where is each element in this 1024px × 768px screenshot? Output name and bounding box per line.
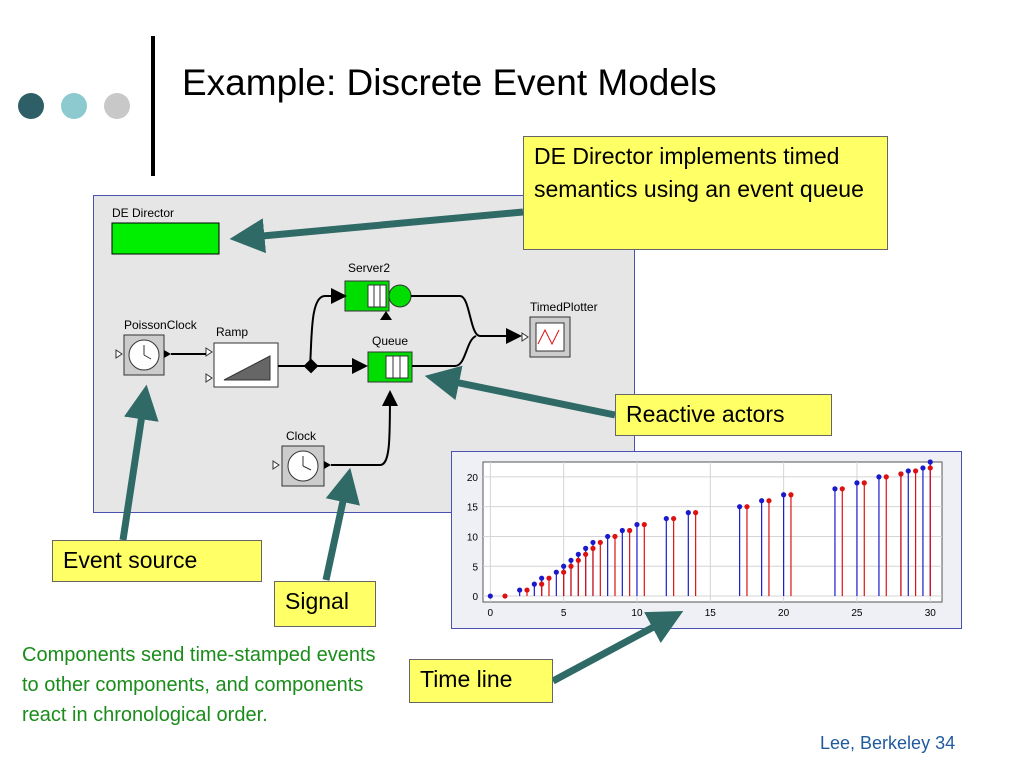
series-2-point	[597, 539, 603, 546]
series-1-point	[487, 593, 493, 599]
series-1-point	[561, 563, 567, 569]
series-1-point	[737, 504, 743, 510]
series-1-point	[583, 545, 589, 551]
series-1-point	[832, 486, 838, 492]
time-line-arrow	[551, 611, 684, 685]
bullet-dot-2	[61, 93, 87, 119]
series-1-point	[568, 557, 574, 563]
ramp-actor[interactable]	[205, 342, 279, 388]
series-1-point	[634, 521, 640, 528]
series-1-point	[539, 575, 545, 581]
series-2-point	[612, 533, 618, 540]
series-1-point	[920, 465, 926, 471]
series-2-point	[693, 510, 699, 516]
series-1-point	[759, 498, 765, 504]
queue-label: Queue	[372, 334, 408, 348]
x-tick-label: 30	[925, 608, 937, 619]
time-line-callout: Time line	[409, 659, 553, 703]
event-source-callout: Event source	[52, 540, 262, 582]
timed-plotter-actor[interactable]	[521, 316, 571, 358]
series-2-point	[788, 492, 794, 498]
footnote-text: Components send time-stamped events to o…	[22, 644, 376, 726]
title-divider	[151, 36, 155, 176]
reactive-callout: Reactive actors	[615, 394, 832, 436]
series-2-point	[744, 504, 750, 510]
series-2-point	[583, 551, 589, 557]
timed-plotter-label: TimedPlotter	[530, 300, 598, 314]
series-2-point	[898, 471, 904, 477]
series-2-point	[927, 465, 933, 471]
series-1-point	[905, 468, 911, 474]
series-2-point	[524, 587, 530, 593]
x-tick-label: 0	[488, 608, 494, 619]
chart-svg: 0 5 10 15 20 25 30 0 5 10 15 20	[467, 459, 943, 619]
series-1-point	[619, 527, 625, 534]
director-block[interactable]	[111, 222, 220, 255]
series-2-point	[568, 563, 574, 569]
series-1-point	[685, 510, 691, 516]
ramp-label: Ramp	[216, 325, 248, 339]
x-tick-label: 10	[631, 608, 643, 619]
series-2-point	[539, 581, 545, 587]
director-callout: DE Director implements timed semantics u…	[523, 136, 888, 250]
series-1-point	[590, 539, 596, 546]
plot-area	[482, 461, 943, 603]
series-1-point	[575, 551, 581, 557]
server2-label: Server2	[348, 261, 390, 275]
series-2-point	[546, 575, 552, 581]
x-tick-label: 25	[851, 608, 863, 619]
series-2-point	[883, 474, 889, 480]
y-tick-label: 10	[467, 532, 479, 543]
series-1-point	[663, 515, 669, 522]
series-2-point	[861, 480, 867, 486]
series-1-point	[531, 581, 537, 587]
poisson-clock-actor[interactable]	[115, 334, 171, 376]
series-1-point	[876, 474, 882, 480]
signal-callout: Signal	[274, 581, 376, 627]
series-1-point	[517, 587, 523, 593]
director-label: DE Director	[112, 206, 174, 220]
series-2-point	[502, 593, 508, 599]
clock-actor[interactable]	[272, 445, 331, 487]
bullet-dot-1	[18, 93, 44, 119]
y-tick-label: 15	[467, 503, 479, 514]
y-tick-label: 0	[472, 592, 478, 603]
x-tick-label: 20	[778, 608, 790, 619]
series-1-point	[781, 492, 787, 498]
y-tick-label: 5	[472, 562, 478, 573]
server2-actor[interactable]	[344, 280, 412, 320]
series-2-point	[671, 515, 677, 522]
series-2-point	[590, 545, 596, 551]
event-source-arrow	[119, 384, 159, 541]
reactive-arrow	[424, 365, 616, 419]
series-2-point	[913, 468, 919, 474]
slide-credit: Lee, Berkeley 34	[820, 733, 956, 753]
series-1-point	[553, 569, 559, 575]
x-tick-label: 5	[561, 608, 567, 619]
series-2-point	[641, 521, 647, 528]
series-2-point	[561, 569, 567, 575]
bullet-dot-3	[104, 93, 130, 119]
series-2-point	[627, 527, 633, 534]
x-tick-label: 15	[705, 608, 717, 619]
timeline-chart: 0 5 10 15 20 25 30 0 5 10 15 20	[451, 451, 962, 629]
series-1-point	[927, 459, 933, 465]
director-arrow	[229, 208, 524, 254]
slide-title: Example: Discrete Event Models	[182, 62, 717, 103]
series-2-point	[839, 486, 845, 492]
signal-arrow	[322, 467, 360, 581]
y-tick-label: 20	[467, 473, 479, 484]
series-1-point	[605, 533, 611, 540]
series-1-point	[854, 480, 860, 486]
series-2-point	[766, 498, 772, 504]
clock-label: Clock	[286, 429, 317, 443]
poisson-clock-label: PoissonClock	[124, 318, 198, 332]
series-2-point	[575, 557, 581, 563]
